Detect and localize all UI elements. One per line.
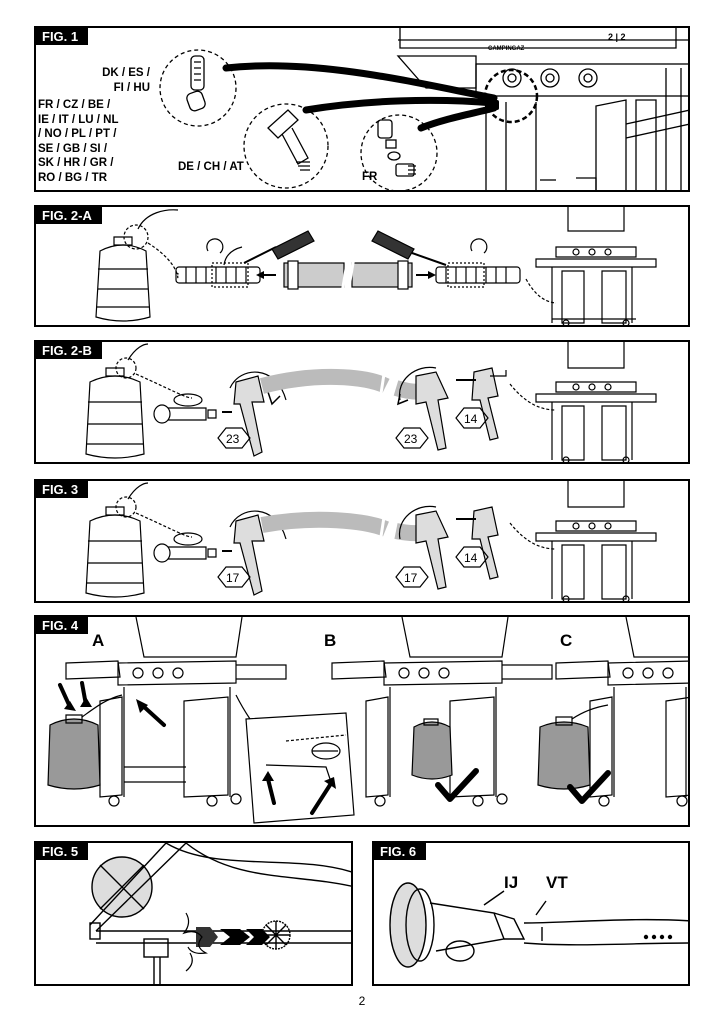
figure-2b-tag: FIG. 2-B xyxy=(36,342,102,359)
option-label-b: B xyxy=(324,631,337,650)
wrench-size-label: 23 xyxy=(226,432,240,446)
wrench-size-label: 14 xyxy=(464,551,478,565)
brand-badge: CAMPINGAZ xyxy=(488,46,525,52)
hose-line-3 xyxy=(417,104,498,132)
figure-5-illustration xyxy=(89,843,351,984)
figure-2a-panel: FIG. 2-A xyxy=(34,205,690,327)
control-panel-label: 2 | 2 xyxy=(608,32,626,42)
hose-line-2 xyxy=(302,96,498,114)
region-label-group-3: DE / CH / AT xyxy=(178,161,244,173)
wrench-size-label: 17 xyxy=(226,571,240,585)
region-label-group-2: FR / CZ / BE / IE / IT / LU / NL / NO / … xyxy=(38,98,119,185)
figure-1-tag: FIG. 1 xyxy=(36,28,89,45)
figure-3-tag: FIG. 3 xyxy=(36,481,89,498)
region-line: / NO / PL / PT / xyxy=(38,128,117,140)
region-line: FR / CZ / BE / xyxy=(38,99,111,111)
figure-2b-panel: FIG. 2-B xyxy=(34,340,690,464)
figure-6-panel: FIG. 6 IJ VT xyxy=(372,841,690,986)
detail-circle-hose-type-b xyxy=(243,103,329,189)
page-number: 2 xyxy=(358,994,366,1008)
option-label-a: A xyxy=(92,631,105,650)
figure-1-panel: FIG. 1 xyxy=(34,26,690,192)
figure-5-panel: FIG. 5 xyxy=(34,841,353,986)
checkmark-b xyxy=(435,768,479,802)
detail-circle-hose-type-a xyxy=(159,49,237,127)
venturi-tube-label: VT xyxy=(546,873,568,892)
figure-2b-illustration xyxy=(85,342,657,462)
wrench-size-label: 14 xyxy=(464,412,478,426)
figure-3-illustration xyxy=(85,481,657,601)
region-label-group-4: FR xyxy=(362,171,378,183)
region-line: DK / ES / xyxy=(102,67,150,79)
injector-label: IJ xyxy=(504,873,519,892)
hose-line-1 xyxy=(222,62,498,102)
figure-5-tag: FIG. 5 xyxy=(36,843,89,860)
figure-6-tag: FIG. 6 xyxy=(374,843,427,860)
figure-2a-tag: FIG. 2-A xyxy=(36,207,102,224)
figure-1-illustration xyxy=(159,28,688,190)
figure-3-panel: FIG. 3 xyxy=(34,479,690,603)
region-line: SK / HR / GR / xyxy=(38,157,114,169)
region-line: SE / GB / SI / xyxy=(38,142,108,155)
option-label-c: C xyxy=(560,631,573,650)
checkmark-c xyxy=(567,770,611,804)
wrench-size-label: 23 xyxy=(404,432,418,446)
figure-4-tag: FIG. 4 xyxy=(36,617,89,634)
figure-2a-illustration xyxy=(95,207,657,325)
figure-4-illustration xyxy=(47,617,688,824)
region-label-group-1: DK / ES / FI / HU xyxy=(70,66,150,95)
detail-circle-hose-type-c xyxy=(360,114,438,190)
wrench-size-label: 17 xyxy=(404,571,418,585)
region-line: IE / IT / LU / NL xyxy=(38,113,119,126)
region-line: RO / BG / TR xyxy=(38,171,107,184)
figure-4-panel: FIG. 4 xyxy=(34,615,690,827)
region-line: FI / HU xyxy=(113,81,150,94)
figure-6-illustration xyxy=(389,882,688,968)
